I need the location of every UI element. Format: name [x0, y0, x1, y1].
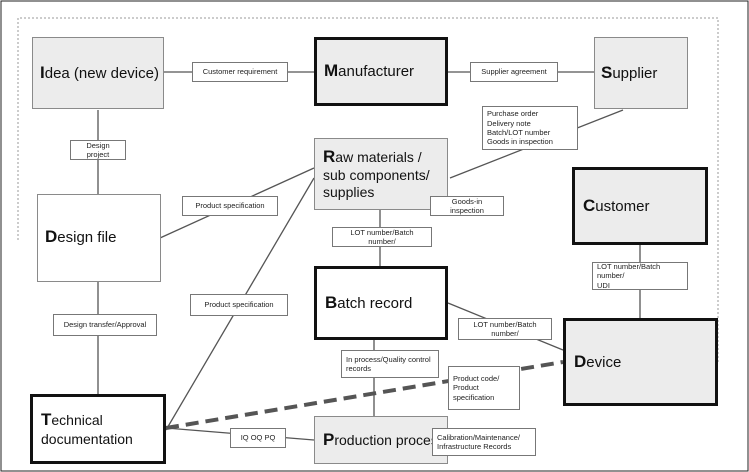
node-supplier-label: Supplier	[601, 62, 658, 82]
label-product-code-specification: Product code/ Product specification	[448, 366, 520, 410]
label-lot-batch-udi: LOT number/Batch number/ UDI	[592, 262, 688, 290]
node-raw-materials-label: Raw materials / sub components/ supplies	[323, 147, 430, 201]
node-design-file-label: Design file	[45, 226, 117, 246]
node-customer-label: Customer	[583, 195, 650, 215]
node-batch-record: Batch record	[314, 266, 448, 340]
node-device-label: Device	[574, 351, 622, 371]
node-design-file: Design file	[37, 194, 161, 282]
node-batch-record-label: Batch record	[325, 292, 413, 312]
node-technical-documentation: Technical documentation	[30, 394, 166, 464]
edge-techdoc-device-dashed	[165, 360, 564, 430]
label-lot-batch-device: LOT number/Batch number/	[458, 318, 552, 340]
label-supplier-agreement: Supplier agreement	[470, 62, 558, 82]
label-goods-in-inspection: Goods-in inspection	[430, 196, 504, 216]
node-manufacturer-label: Manufacturer	[324, 61, 415, 81]
node-manufacturer: Manufacturer	[314, 37, 448, 106]
label-design-project: Design project	[70, 140, 126, 160]
dotted-boundary	[17, 17, 719, 362]
node-idea-label: Idea (new device)	[40, 62, 159, 82]
node-raw-materials: Raw materials / sub components/ supplies	[314, 138, 448, 210]
label-in-process-records: In process/Quality control records	[341, 350, 439, 378]
label-design-transfer-approval: Design transfer/Approval	[53, 314, 157, 336]
label-iq-oq-pq: IQ OQ PQ	[230, 428, 286, 448]
node-production-process: Production process	[314, 416, 448, 464]
label-supplier-documents: Purchase order Delivery note Batch/LOT n…	[482, 106, 578, 150]
label-lot-batch-raw: LOT number/Batch number/	[332, 227, 432, 247]
label-customer-requirement: Customer requirement	[192, 62, 288, 82]
node-technical-documentation-label: Technical documentation	[41, 410, 133, 447]
label-product-specification-design: Product specification	[182, 196, 278, 216]
label-product-specification-techdoc: Product specification	[190, 294, 288, 316]
node-idea: Idea (new device)	[32, 37, 164, 109]
node-customer: Customer	[572, 167, 708, 245]
node-supplier: Supplier	[594, 37, 688, 109]
label-calibration-records: Calibration/Maintenance/ Infrastructure …	[432, 428, 536, 456]
node-production-process-label: Production process	[323, 429, 445, 449]
node-device: Device	[563, 318, 718, 406]
